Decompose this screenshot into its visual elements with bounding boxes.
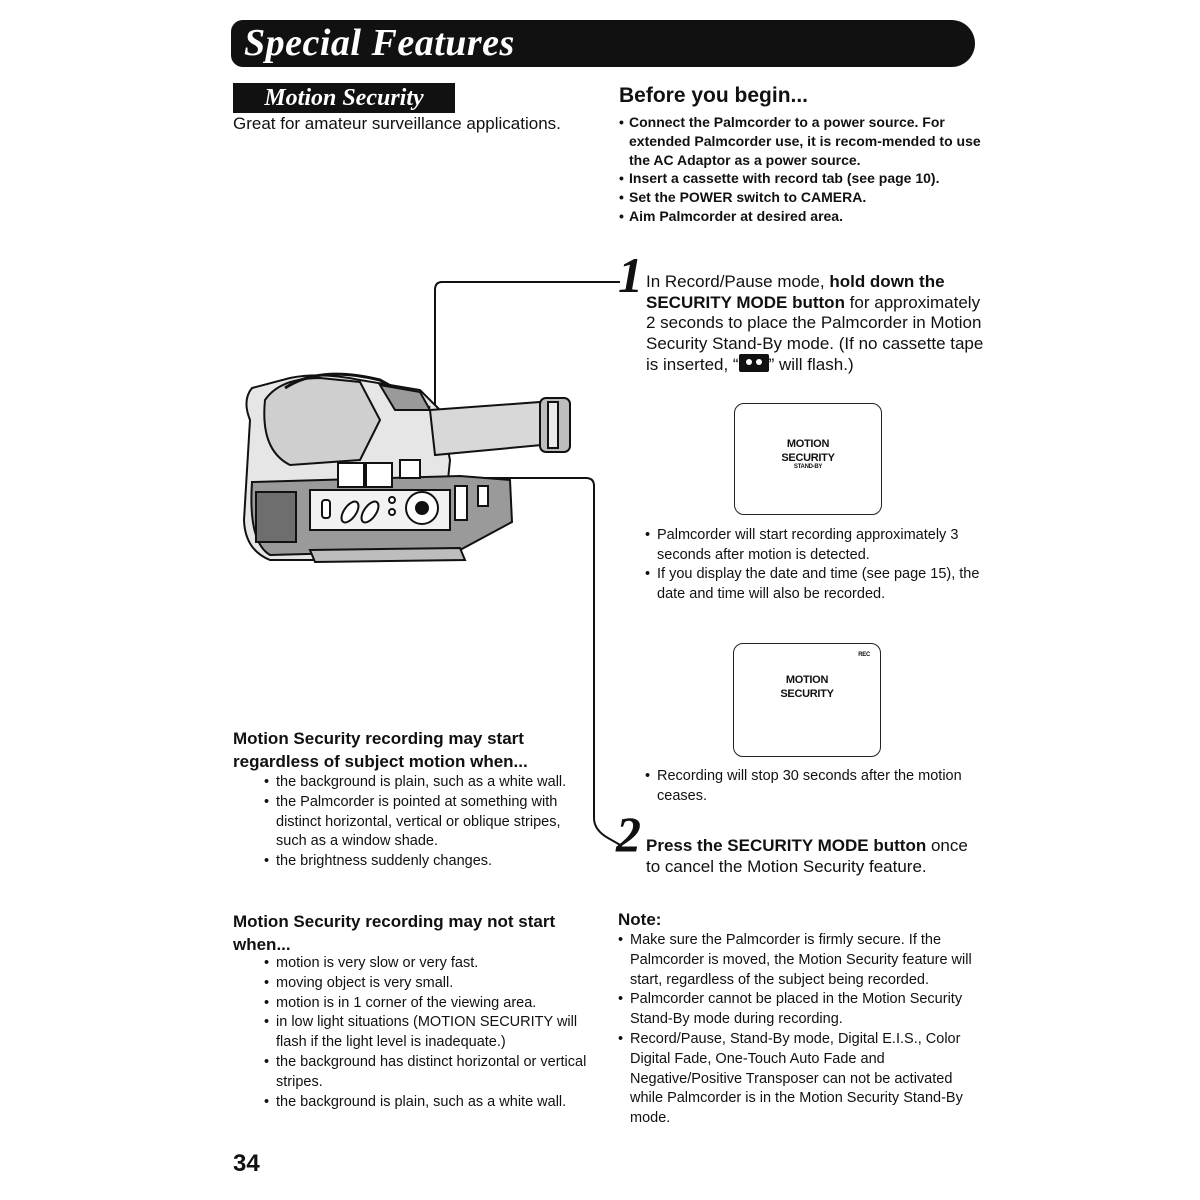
list-item: the background is plain, such as a white… bbox=[264, 773, 594, 793]
before-heading: Before you begin... bbox=[619, 84, 809, 107]
may-not-start-heading: Motion Security recording may not start … bbox=[233, 912, 556, 954]
section-intro: Great for amateur surveillance applicati… bbox=[233, 114, 561, 133]
list-item: Aim Palmcorder at desired area. bbox=[619, 207, 989, 226]
list-item: motion is very slow or very fast. bbox=[264, 954, 594, 974]
page-number: 34 bbox=[233, 1150, 260, 1177]
list-item: in low light situations (MOTION SECURITY… bbox=[264, 1013, 594, 1053]
step-1-text: In Record/Pause mode, hold down the SECU… bbox=[646, 272, 984, 375]
may-start-heading: Motion Security recording may start rega… bbox=[233, 729, 528, 771]
list-item: the background has distinct horizontal o… bbox=[264, 1053, 594, 1093]
step-1-bullets: Palmcorder will start recording approxim… bbox=[645, 526, 980, 604]
list-item: Set the POWER switch to CAMERA. bbox=[619, 188, 989, 207]
list-item: Connect the Palmcorder to a power source… bbox=[619, 113, 989, 169]
lcd-screen-recording: REC MOTION SECURITY bbox=[733, 643, 881, 757]
list-item: Recording will stop 30 seconds after the… bbox=[645, 767, 980, 806]
note-heading: Note: bbox=[618, 910, 662, 929]
list-item: If you display the date and time (see pa… bbox=[645, 565, 980, 604]
list-item: Insert a cassette with record tab (see p… bbox=[619, 169, 989, 188]
page-title: Special Features bbox=[244, 22, 515, 64]
list-item: moving object is very small. bbox=[264, 974, 594, 994]
step-1-number: 1 bbox=[618, 247, 643, 303]
lcd-screen-standby: MOTION SECURITY STAND-BY bbox=[734, 403, 882, 515]
cassette-icon bbox=[738, 354, 769, 373]
note-list: Make sure the Palmcorder is firmly secur… bbox=[618, 931, 973, 1129]
list-item: the Palmcorder is pointed at something w… bbox=[264, 793, 594, 852]
camcorder-illustration bbox=[242, 281, 623, 847]
step-1-bullets-2: Recording will stop 30 seconds after the… bbox=[645, 767, 980, 806]
header-banner bbox=[231, 20, 975, 67]
list-item: Make sure the Palmcorder is firmly secur… bbox=[618, 931, 973, 990]
list-item: motion is in 1 corner of the viewing are… bbox=[264, 994, 594, 1014]
list-item: Palmcorder cannot be placed in the Motio… bbox=[618, 990, 973, 1030]
before-list: Connect the Palmcorder to a power source… bbox=[619, 113, 989, 226]
may-not-start-list: motion is very slow or very fast. moving… bbox=[264, 954, 594, 1112]
list-item: Record/Pause, Stand-By mode, Digital E.I… bbox=[618, 1030, 973, 1129]
list-item: Palmcorder will start recording approxim… bbox=[645, 526, 980, 565]
step-2-number: 2 bbox=[616, 806, 641, 862]
list-item: the brightness suddenly changes. bbox=[264, 852, 594, 872]
step-2-text: Press the SECURITY MODE button once to c… bbox=[646, 836, 968, 876]
section-title: Motion Security bbox=[233, 83, 455, 113]
list-item: the background is plain, such as a white… bbox=[264, 1093, 594, 1113]
may-start-list: the background is plain, such as a white… bbox=[264, 773, 594, 872]
